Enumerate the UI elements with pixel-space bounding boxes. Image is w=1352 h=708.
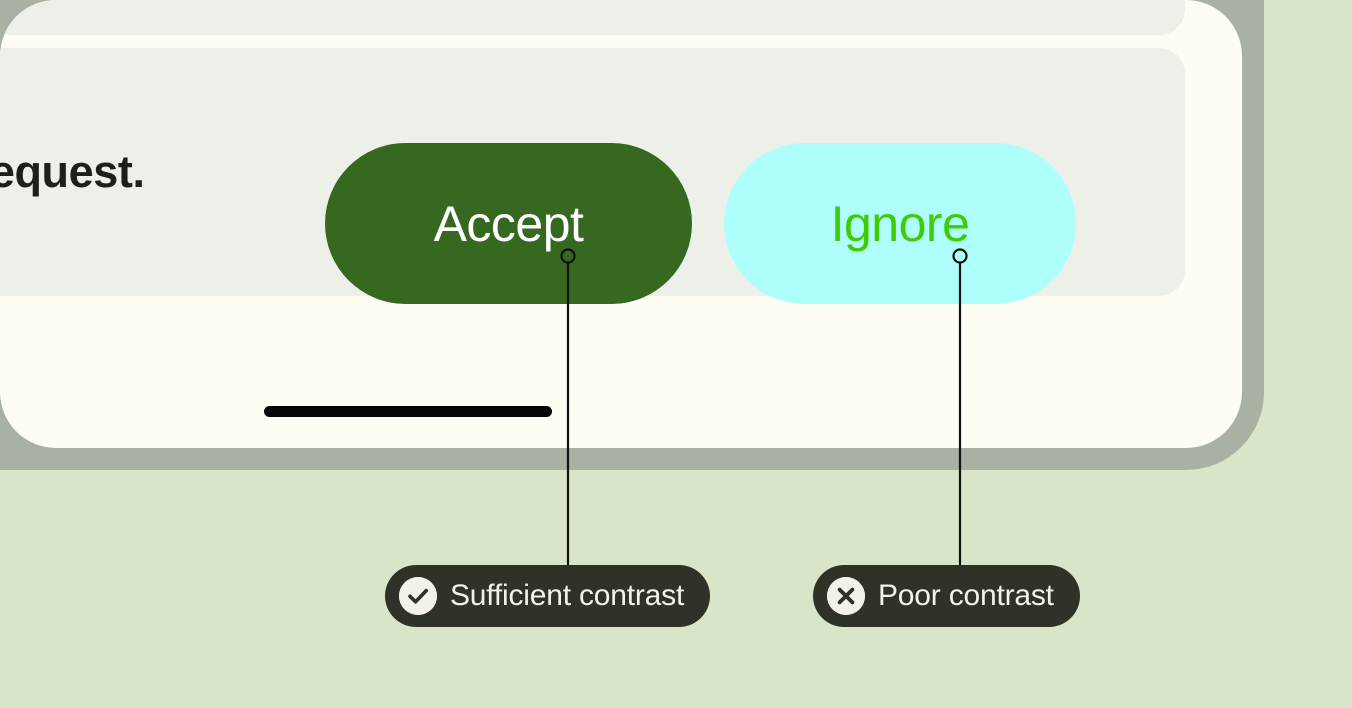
annotation-poor-contrast: Poor contrast — [813, 565, 1080, 627]
card-request: a request. Accept Ignore — [0, 48, 1185, 304]
ignore-button[interactable]: Ignore — [724, 143, 1076, 304]
x-circle-icon — [827, 577, 865, 615]
screen-content: a request. Accept Ignore — [0, 0, 1185, 417]
card-request-text: a request. — [0, 146, 145, 197]
home-indicator-bar[interactable] — [264, 406, 552, 417]
device-screen: a request. Accept Ignore — [0, 0, 1242, 448]
accept-button[interactable]: Accept — [325, 143, 692, 304]
annotation-poor-label: Poor contrast — [878, 579, 1054, 612]
annotation-sufficient-label: Sufficient contrast — [450, 579, 685, 612]
card-previous — [0, 0, 1185, 35]
annotation-sufficient-contrast: Sufficient contrast — [385, 565, 711, 627]
check-circle-icon — [399, 577, 437, 615]
device-bezel: a request. Accept Ignore — [0, 0, 1264, 470]
